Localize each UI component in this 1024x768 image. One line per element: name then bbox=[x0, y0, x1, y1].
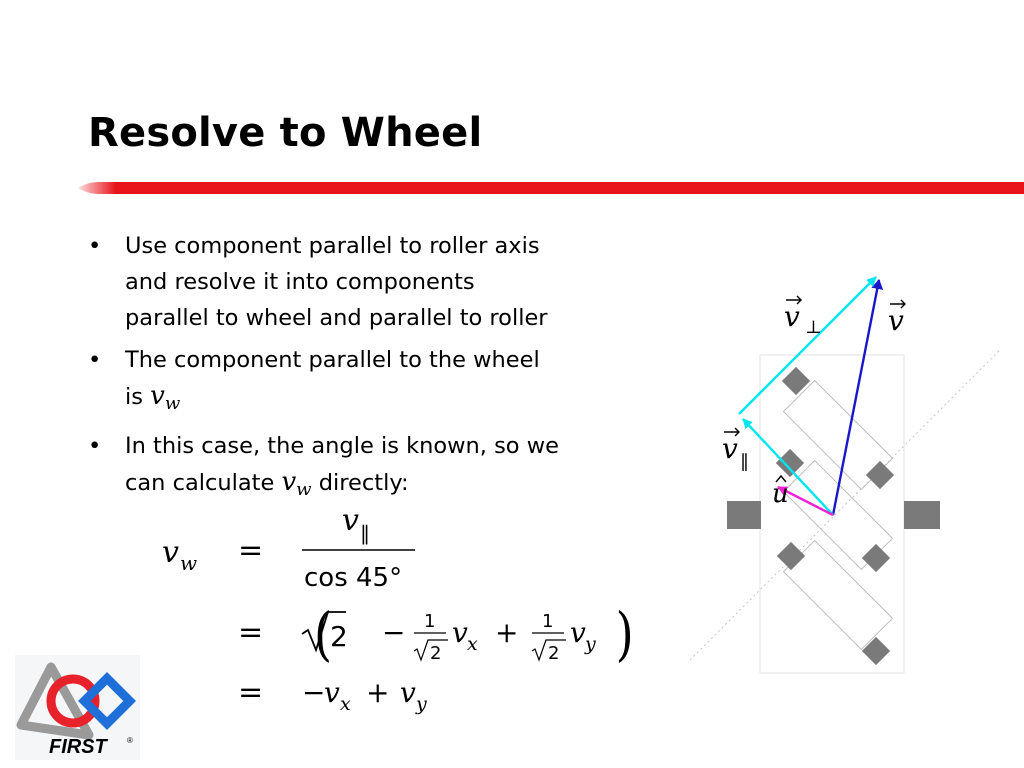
bullet-marker: • bbox=[88, 347, 102, 373]
eq-minus: − bbox=[382, 616, 405, 649]
eq-equals: = bbox=[238, 533, 263, 568]
title-underline bbox=[78, 182, 1024, 194]
eq-vy-sub: y bbox=[415, 693, 427, 715]
hub-block-right bbox=[904, 501, 940, 529]
roller-end bbox=[775, 448, 805, 478]
hub-block-left bbox=[727, 501, 761, 529]
sqrt-sign bbox=[301, 611, 346, 653]
eq-vy: v bbox=[570, 616, 586, 649]
bullet-item: • The component parallel to the wheel is… bbox=[88, 342, 658, 422]
eq-sqrt2: 2 bbox=[330, 620, 348, 653]
logo-reg-mark: ® bbox=[127, 736, 133, 745]
math-v-w: vw bbox=[281, 467, 312, 500]
vector-accent-icon bbox=[890, 299, 906, 309]
v-parallel-arrow bbox=[742, 418, 834, 516]
slide-title: Resolve to Wheel bbox=[88, 110, 483, 156]
mecanum-wheel-diagram: v ⊥ v v ‖ u bbox=[689, 276, 1001, 674]
circle-shape bbox=[46, 674, 100, 728]
eq-vy-sub: y bbox=[584, 633, 596, 655]
logo-text: FIRST bbox=[49, 736, 109, 758]
roller-axis-guide bbox=[689, 349, 1001, 661]
bullet-marker: • bbox=[88, 233, 102, 259]
velocity-equation: v w = v ‖ cos 45° = 2 ( − 1 2 v x + 1 2 … bbox=[162, 503, 634, 715]
eq-equals: = bbox=[238, 675, 263, 710]
bullet-text-line: and resolve it into components bbox=[125, 269, 475, 295]
eq-minus: − bbox=[302, 676, 325, 709]
bullet-text-line: parallel to wheel and parallel to roller bbox=[125, 305, 548, 331]
roller-end bbox=[861, 636, 891, 666]
eq-vx: v bbox=[324, 676, 340, 709]
bullet-list: • Use component parallel to roller axis … bbox=[88, 228, 658, 514]
eq-plus: + bbox=[366, 676, 389, 709]
v-vector-arrow bbox=[831, 279, 884, 516]
roller-end bbox=[776, 541, 806, 571]
eq-vx: v bbox=[452, 616, 468, 649]
bullet-text-line: The component parallel to the wheel bbox=[125, 347, 540, 373]
bullet-item: • Use component parallel to roller axis … bbox=[88, 228, 658, 336]
label-v: v bbox=[888, 304, 904, 337]
eq-equals: = bbox=[238, 615, 263, 650]
eq-vx-sub: x bbox=[340, 693, 351, 715]
eq-vy: v bbox=[400, 676, 416, 709]
label-v-parallel: v bbox=[722, 432, 738, 465]
math-v-w: vw bbox=[150, 381, 181, 414]
eq-one: 1 bbox=[424, 611, 435, 632]
hat-accent-icon bbox=[775, 474, 787, 483]
triangle-shape bbox=[16, 662, 94, 740]
eq-lhs: v bbox=[162, 535, 179, 570]
eq-frac-den: cos 45° bbox=[304, 563, 402, 593]
vector-accent-icon bbox=[724, 427, 740, 437]
first-logo: FIRST ® bbox=[15, 655, 140, 760]
eq-plus: + bbox=[495, 616, 518, 649]
eq-sqrt2-small: 2 bbox=[548, 643, 559, 664]
roller-end bbox=[861, 543, 891, 573]
eq-sqrt2-small: 2 bbox=[430, 643, 441, 664]
bullet-text-line: In this case, the angle is known, so we bbox=[125, 433, 559, 459]
eq-rparen: ) bbox=[616, 601, 634, 668]
label-u-hat: u bbox=[772, 479, 789, 509]
eq-vx-sub: x bbox=[467, 633, 478, 655]
label-v-perp: v bbox=[784, 300, 800, 333]
square-shape bbox=[78, 672, 136, 730]
u-hat-arrow bbox=[777, 485, 834, 517]
bullet-text-suffix: directly: bbox=[311, 470, 409, 496]
v-perp-arrow bbox=[738, 276, 877, 415]
roller-end bbox=[865, 460, 895, 490]
label-perp-sub: ⊥ bbox=[805, 317, 822, 338]
eq-lparen: ( bbox=[314, 601, 332, 668]
bullet-item: • In this case, the angle is known, so w… bbox=[88, 428, 658, 508]
eq-frac-num-sub: ‖ bbox=[360, 521, 370, 546]
eq-one: 1 bbox=[542, 611, 553, 632]
eq-frac-num: v bbox=[342, 503, 359, 538]
vector-accent-icon bbox=[786, 295, 802, 305]
bullet-marker: • bbox=[88, 433, 102, 459]
bullet-text-prefix: can calculate bbox=[125, 470, 282, 496]
roller-end bbox=[781, 366, 811, 396]
eq-lhs-sub: w bbox=[180, 551, 197, 575]
label-par-sub: ‖ bbox=[740, 451, 749, 472]
bullet-text-prefix: is bbox=[125, 384, 151, 410]
bullet-text-line: Use component parallel to roller axis bbox=[125, 233, 540, 259]
